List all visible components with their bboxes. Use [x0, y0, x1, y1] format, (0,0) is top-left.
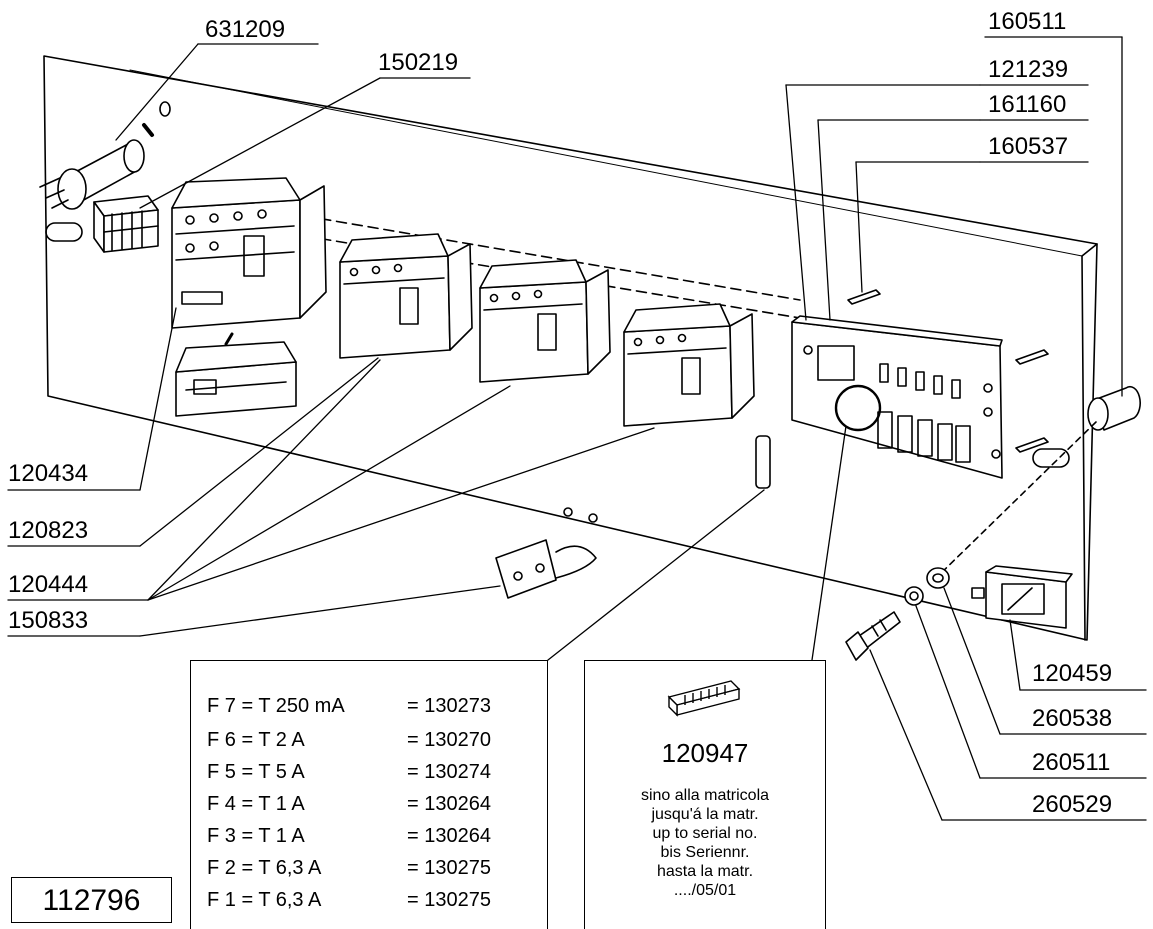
- label-120444: 120444: [8, 571, 89, 598]
- part-160511-sleeve: [935, 385, 1141, 579]
- label-120434: 120434: [8, 460, 89, 487]
- part-260511-washer: [904, 586, 924, 606]
- label-160511: 160511: [988, 8, 1067, 35]
- fuse-rating: F 7 = T 250 mA: [207, 695, 345, 717]
- serial-note-line: jusqu'á la matr.: [651, 806, 759, 823]
- label-120823: 120823: [8, 517, 89, 544]
- fuse-rating: F 6 = T 2 A: [207, 729, 305, 751]
- fuse-rating: F 5 = T 5 A: [207, 761, 305, 783]
- connector-120947-icon: [667, 680, 741, 717]
- fuse-row: F 4 = T 1 A = 130264: [207, 793, 491, 815]
- label-161160: 161160: [988, 91, 1067, 118]
- fuse-row: F 7 = T 250 mA = 130273: [207, 695, 491, 717]
- label-160537: 160537: [988, 133, 1069, 160]
- part-260538-washer: [926, 567, 950, 589]
- fuse-code: = 130273: [407, 695, 491, 717]
- fuse-row: F 2 = T 6,3 A = 130275: [207, 857, 491, 879]
- fuse-row: F 1 = T 6,3 A = 130275: [207, 889, 491, 911]
- overload-relay: [175, 332, 297, 417]
- label-150833: 150833: [8, 607, 89, 634]
- fuse-table-box: F 7 = T 250 mA = 130273 F 6 = T 2 A = 13…: [190, 660, 548, 929]
- fuse-code: = 130274: [407, 761, 491, 783]
- fuse-rating: F 4 = T 1 A: [207, 793, 305, 815]
- label-260511: 260511: [1032, 749, 1111, 776]
- label-631209: 631209: [205, 16, 286, 43]
- connector-note-box: 120947 sino alla matricola jusqu'á la ma…: [584, 660, 826, 929]
- part-160537-standoffs: [847, 289, 1049, 453]
- fuse-code: = 130270: [407, 729, 491, 751]
- fuse: [755, 435, 771, 489]
- part-120823-contactor: [339, 233, 473, 359]
- serial-note-line: bis Seriennr.: [660, 844, 750, 861]
- label-150219: 150219: [378, 49, 459, 76]
- part-260529-screw: [845, 611, 901, 661]
- fuse-rating: F 1 = T 6,3 A: [207, 889, 322, 911]
- part-631209-cylinder: [39, 123, 154, 210]
- serial-note-line: up to serial no.: [652, 825, 758, 842]
- part-121239-circuit-board: [791, 315, 1003, 479]
- drawing-number: 112796: [42, 884, 141, 917]
- fuse-rating: F 2 = T 6,3 A: [207, 857, 322, 879]
- label-120459: 120459: [1032, 660, 1113, 687]
- serial-note-line: hasta la matr.: [656, 863, 754, 880]
- drawing-number-box: 112796: [11, 877, 172, 923]
- fuse-row: F 5 = T 5 A = 130274: [207, 761, 491, 783]
- fuse-code: = 130275: [407, 889, 491, 911]
- label-121239: 121239: [988, 56, 1069, 83]
- fuse-rating: F 3 = T 1 A: [207, 825, 305, 847]
- leader-lines: [7, 36, 1147, 821]
- fuse-code: = 130264: [407, 793, 491, 815]
- label-260538: 260538: [1032, 705, 1113, 732]
- label-260529: 260529: [1032, 791, 1113, 818]
- part-120444-contactor-a: [479, 259, 611, 383]
- part-150833-sensor: [495, 539, 597, 599]
- serial-note-line: sino alla matricola: [640, 787, 770, 804]
- part-120459-switch: [971, 565, 1073, 629]
- part-120444-contactor-b: [623, 303, 755, 427]
- part-120434-contactor: [171, 177, 327, 329]
- serial-note-line: ..../05/01: [673, 882, 737, 899]
- connector-code: 120947: [661, 738, 749, 768]
- part-150219-terminal-block: [93, 195, 159, 253]
- fuse-row: F 3 = T 1 A = 130264: [207, 825, 491, 847]
- fuse-code: = 130275: [407, 857, 491, 879]
- fuse-row: F 6 = T 2 A = 130270: [207, 729, 491, 751]
- fuse-code: = 130264: [407, 825, 491, 847]
